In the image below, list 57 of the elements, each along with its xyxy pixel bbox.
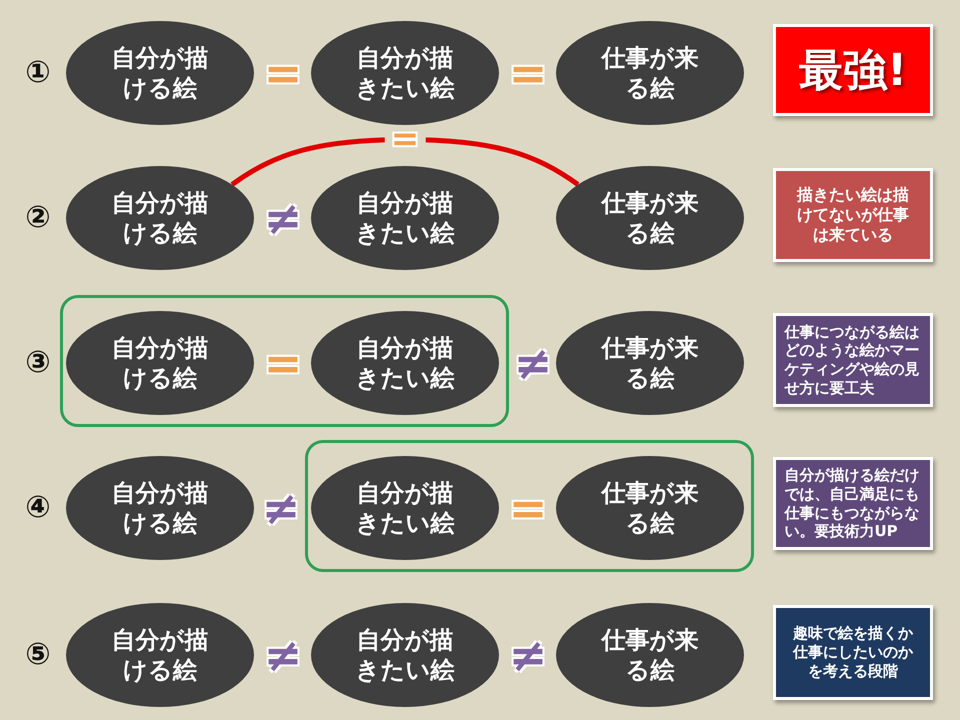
ellipse-node	[556, 166, 744, 270]
ellipse-node	[556, 456, 744, 560]
not-equal-sign: ≠	[262, 492, 300, 524]
note-text: 描きたい絵は描けてないが仕事は来ている	[796, 185, 910, 245]
not-equal-sign: ≠	[264, 638, 302, 672]
note-text: 仕事につながる絵はどのような絵かマーケティングや絵の見せ方に要工夫	[784, 322, 920, 398]
note-card	[773, 457, 933, 550]
ellipse-node	[311, 456, 499, 560]
node-text: 自分が描ける絵	[110, 43, 210, 103]
equals-sign: =	[508, 492, 548, 524]
ellipse-node	[66, 21, 254, 125]
node-text: 自分が描きたい絵	[355, 625, 455, 685]
note-card	[773, 605, 933, 700]
ellipse-node	[311, 166, 499, 270]
row-number: ②	[25, 203, 51, 233]
row-number: ⑤	[25, 640, 51, 670]
node-text: 自分が描ける絵	[110, 625, 210, 685]
equals-sign: =	[508, 56, 548, 90]
not-equal-sign: ≠	[514, 346, 552, 380]
group-frame	[305, 440, 754, 572]
ellipse-node	[556, 603, 744, 707]
note-card	[773, 24, 933, 116]
node-text: 自分が描きたい絵	[355, 478, 455, 538]
ellipse-node	[556, 21, 744, 125]
equals-sign: =	[264, 346, 302, 380]
node-text: 自分が描きたい絵	[355, 43, 455, 103]
node-text: 自分が描ける絵	[110, 188, 210, 248]
ellipse-node	[66, 603, 254, 707]
ellipse-node	[311, 603, 499, 707]
note-text: 趣味で絵を描くか仕事にしたいのかを考える段階	[792, 624, 914, 681]
group-frame	[60, 295, 509, 427]
ellipse-node	[66, 456, 254, 560]
note-card	[773, 313, 933, 407]
node-text: 仕事が来る絵	[600, 625, 700, 685]
node-text: 自分が描ける絵	[110, 478, 210, 538]
not-equal-sign: ≠	[264, 202, 302, 234]
node-text: 仕事が来る絵	[600, 188, 700, 248]
ellipse-node	[556, 311, 744, 415]
node-text: 自分が描きたい絵	[355, 333, 455, 393]
node-text: 自分が描きたい絵	[355, 188, 455, 248]
ellipse-node	[66, 166, 254, 270]
connector-arc	[230, 137, 580, 187]
row-number: ③	[25, 348, 51, 378]
node-text: 仕事が来る絵	[600, 478, 700, 538]
not-equal-sign: ≠	[508, 638, 548, 672]
ellipse-node	[311, 311, 499, 415]
note-text: 最強!	[798, 44, 908, 98]
row-number: ④	[25, 493, 51, 523]
equals-sign: =	[264, 56, 302, 90]
ellipse-node	[311, 21, 499, 125]
ellipse-node	[66, 311, 254, 415]
note-text: 自分が描ける絵だけでは、自己満足にも仕事にもつながらない。要技術力UP	[784, 466, 920, 541]
note-card	[773, 168, 933, 262]
row-number: ①	[25, 58, 51, 88]
node-text: 仕事が来る絵	[600, 43, 700, 103]
node-text: 仕事が来る絵	[600, 333, 700, 393]
node-text: 自分が描ける絵	[110, 333, 210, 393]
